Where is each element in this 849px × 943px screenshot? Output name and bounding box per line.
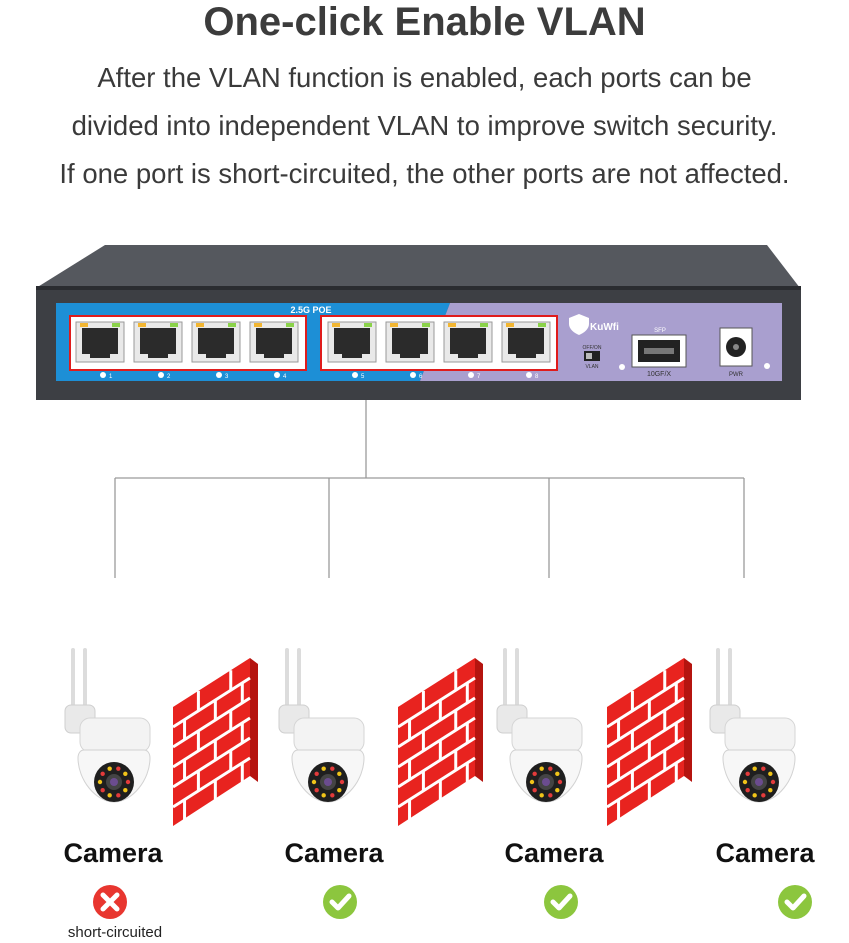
port-number-4: 4 — [283, 374, 287, 380]
port-number-1: 1 — [109, 374, 113, 380]
check-circle-icon — [323, 885, 357, 919]
ethernet-port-4: 4 — [249, 321, 299, 380]
port-number-7: 7 — [477, 374, 481, 380]
firewall-icon — [172, 658, 258, 826]
security-camera-icon — [64, 648, 151, 803]
ethernet-port-2: 2 — [133, 321, 183, 380]
firewall-icon — [606, 658, 692, 826]
brand-logo: KuWfi — [569, 314, 619, 335]
ethernet-port-6: 6 — [385, 321, 435, 380]
ethernet-port-8: 8 — [501, 321, 551, 380]
toggle-label-bottom: VLAN — [585, 364, 598, 370]
pwr-label: PWR — [729, 372, 744, 378]
poe-label: 2.5G POE — [290, 305, 331, 315]
switch-top-surface — [36, 245, 800, 288]
security-camera-icon — [496, 648, 583, 803]
port-number-6: 6 — [419, 374, 423, 380]
port-number-5: 5 — [361, 374, 365, 380]
brand-name: KuWfi — [590, 322, 619, 333]
description-line-2: divided into independent VLAN to improve… — [71, 110, 778, 141]
ethernet-port-3: 3 — [191, 321, 241, 380]
page-title: One-click Enable VLAN — [203, 0, 646, 44]
x-circle-icon — [93, 885, 127, 919]
ethernet-port-1: 1 — [75, 321, 125, 380]
check-circle-icon — [544, 885, 578, 919]
security-camera-icon — [709, 648, 796, 803]
port-number-8: 8 — [535, 374, 539, 380]
security-camera-icon — [278, 648, 365, 803]
port-number-3: 3 — [225, 374, 229, 380]
short-circuited-note: short-circuited — [67, 924, 163, 941]
camera-label-4: Camera — [715, 838, 815, 868]
camera-label-3: Camera — [504, 838, 604, 868]
toggle-label-top: OFF/ON — [583, 345, 602, 351]
description-line-1: After the VLAN function is enabled, each… — [97, 62, 752, 93]
ethernet-port-5: 5 — [327, 321, 377, 380]
connection-lines — [114, 400, 745, 578]
check-circle-icon — [778, 885, 812, 919]
firewall-icon — [397, 658, 483, 826]
ethernet-port-7: 7 — [443, 321, 493, 380]
description-line-3: If one port is short-circuited, the othe… — [59, 158, 790, 189]
port-number-2: 2 — [167, 374, 171, 380]
sfp-label: SFP — [654, 328, 666, 334]
camera-label-2: Camera — [284, 838, 384, 868]
camera-label-1: Camera — [63, 838, 163, 868]
sfp-port-label: 10GF/X — [647, 371, 671, 378]
